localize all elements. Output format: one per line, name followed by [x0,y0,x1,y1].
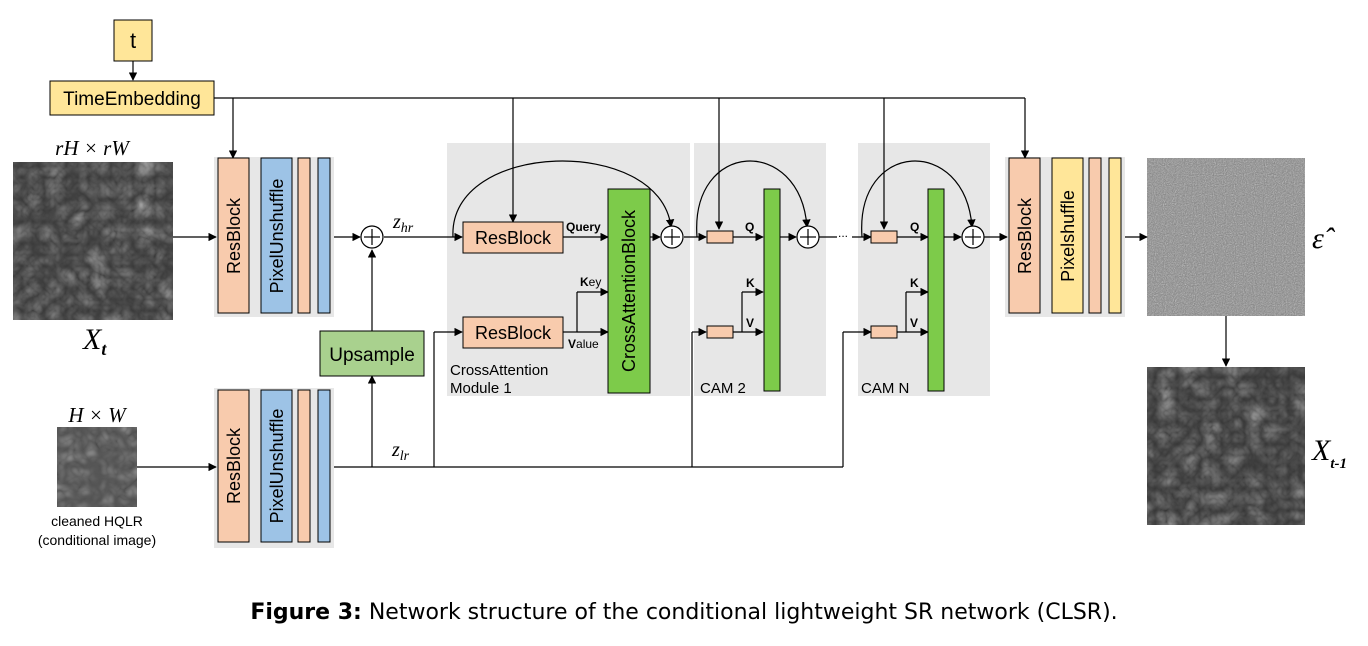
camn-panel [858,143,990,396]
hr-resblock-label: ResBlock [224,197,244,274]
key-label: Key [580,275,601,289]
caption-label: Figure 3: [250,600,362,625]
hr-feature-blue [317,157,331,314]
cam2-k-label: K [746,276,755,290]
camn-k-label: K [910,276,919,290]
xt1-label: Xt-1 [1311,434,1347,472]
epsilon-hat-label: ε̂ [1312,222,1336,255]
decoder-feature-orange [1088,157,1102,314]
upsample-label: Upsample [329,345,415,366]
cam2-panel [694,143,826,396]
camn-add-node [961,225,985,249]
camn-label: CAM N [861,380,909,397]
cross-attention-block [607,188,651,394]
lr-pixelunshuffle [260,389,293,543]
camn-value-proj [870,325,898,339]
z-hr-label: zhr [392,211,414,236]
t-label: t [130,28,136,53]
cam2-attention-block [763,188,781,392]
cross-attention-module-2: Q K V CAM 2 [700,188,820,397]
cam1-label-line2: Module 1 [450,380,512,397]
cam2-value-proj [706,325,734,339]
z-lr-label: zlr [391,439,410,464]
cam1-resblock-kv-label: ResBlock [475,323,552,343]
lr-encoder: ResBlock PixelUnshuffle [217,389,331,543]
hr-pixelunshuffle [260,157,293,314]
ellipsis: ... [838,226,848,240]
time-embedding-label: TimeEmbedding [63,89,201,110]
camn-v-label: V [910,316,918,330]
decoder-pixelshuffle [1051,157,1084,314]
cam2-add-node [796,225,820,249]
hr-encoder: ResBlock PixelUnshuffle [217,157,331,314]
lr-resblock-label: ResBlock [224,427,244,504]
cond-caption-line2: (conditional image) [38,532,156,548]
cross-attention-module-n: Q K V CAM N [861,188,985,397]
xt-size-label: rH × rW [55,136,131,160]
decoder: ResBlock Pixelshuffle [1008,157,1122,314]
denoised-output-image [1147,367,1305,525]
caption-text: Network structure of the conditional lig… [361,600,1118,625]
lr-feature-blue [317,389,331,543]
hr-pixelunshuffle-label: PixelUnshuffle [267,179,287,294]
camn-q-label: Q [910,220,919,234]
decoder-feature-yellow [1108,157,1122,314]
cam1-resblock-kv [462,316,564,349]
camn-attention-block [927,188,945,392]
cam1-resblock-query-label: ResBlock [475,228,552,248]
cond-size-label: H × W [67,403,128,427]
cam2-q-label: Q [745,220,754,234]
cam2-v-label: V [746,316,754,330]
connections [128,61,1231,472]
cam2-query-proj [706,230,734,244]
lr-resblock [217,389,250,543]
cam1-label-line1: CrossAttention [450,362,548,379]
cam1-resblock-query [462,221,564,254]
cam2-label: CAM 2 [700,380,746,397]
query-label: Query [566,220,601,234]
hr-feature-orange [297,157,311,314]
decoder-pixelshuffle-label: Pixelshuffle [1058,190,1078,282]
t-box [113,19,153,62]
cond-caption-line1: cleaned HQLR [51,513,143,529]
camn-query-proj [870,230,898,244]
value-label: Value [568,337,599,351]
xt-label: Xt [82,323,107,359]
noisy-input-image [13,162,173,320]
lr-pixelunshuffle-label: PixelUnshuffle [267,409,287,524]
cross-attention-block-label: CrossAttentionBlock [619,209,639,372]
decoder-resblock-label: ResBlock [1015,197,1035,274]
conditional-image [57,427,137,507]
lr-feature-orange [297,389,311,543]
decoder-resblock [1008,157,1041,314]
fusion-add-node [360,225,384,249]
epsilon-output-image [1147,158,1305,316]
hr-resblock [217,157,250,314]
cam1-add-node [660,225,684,249]
cross-attention-module-1: ResBlock ResBlock Query Key Value CrossA… [450,188,684,397]
time-embedding-box [49,80,215,116]
figure-caption: Figure 3: Network structure of the condi… [0,600,1368,625]
network-diagram: t TimeEmbedding rH × rW Xt H × W cleaned… [13,19,1347,548]
upsample-box [319,330,425,377]
